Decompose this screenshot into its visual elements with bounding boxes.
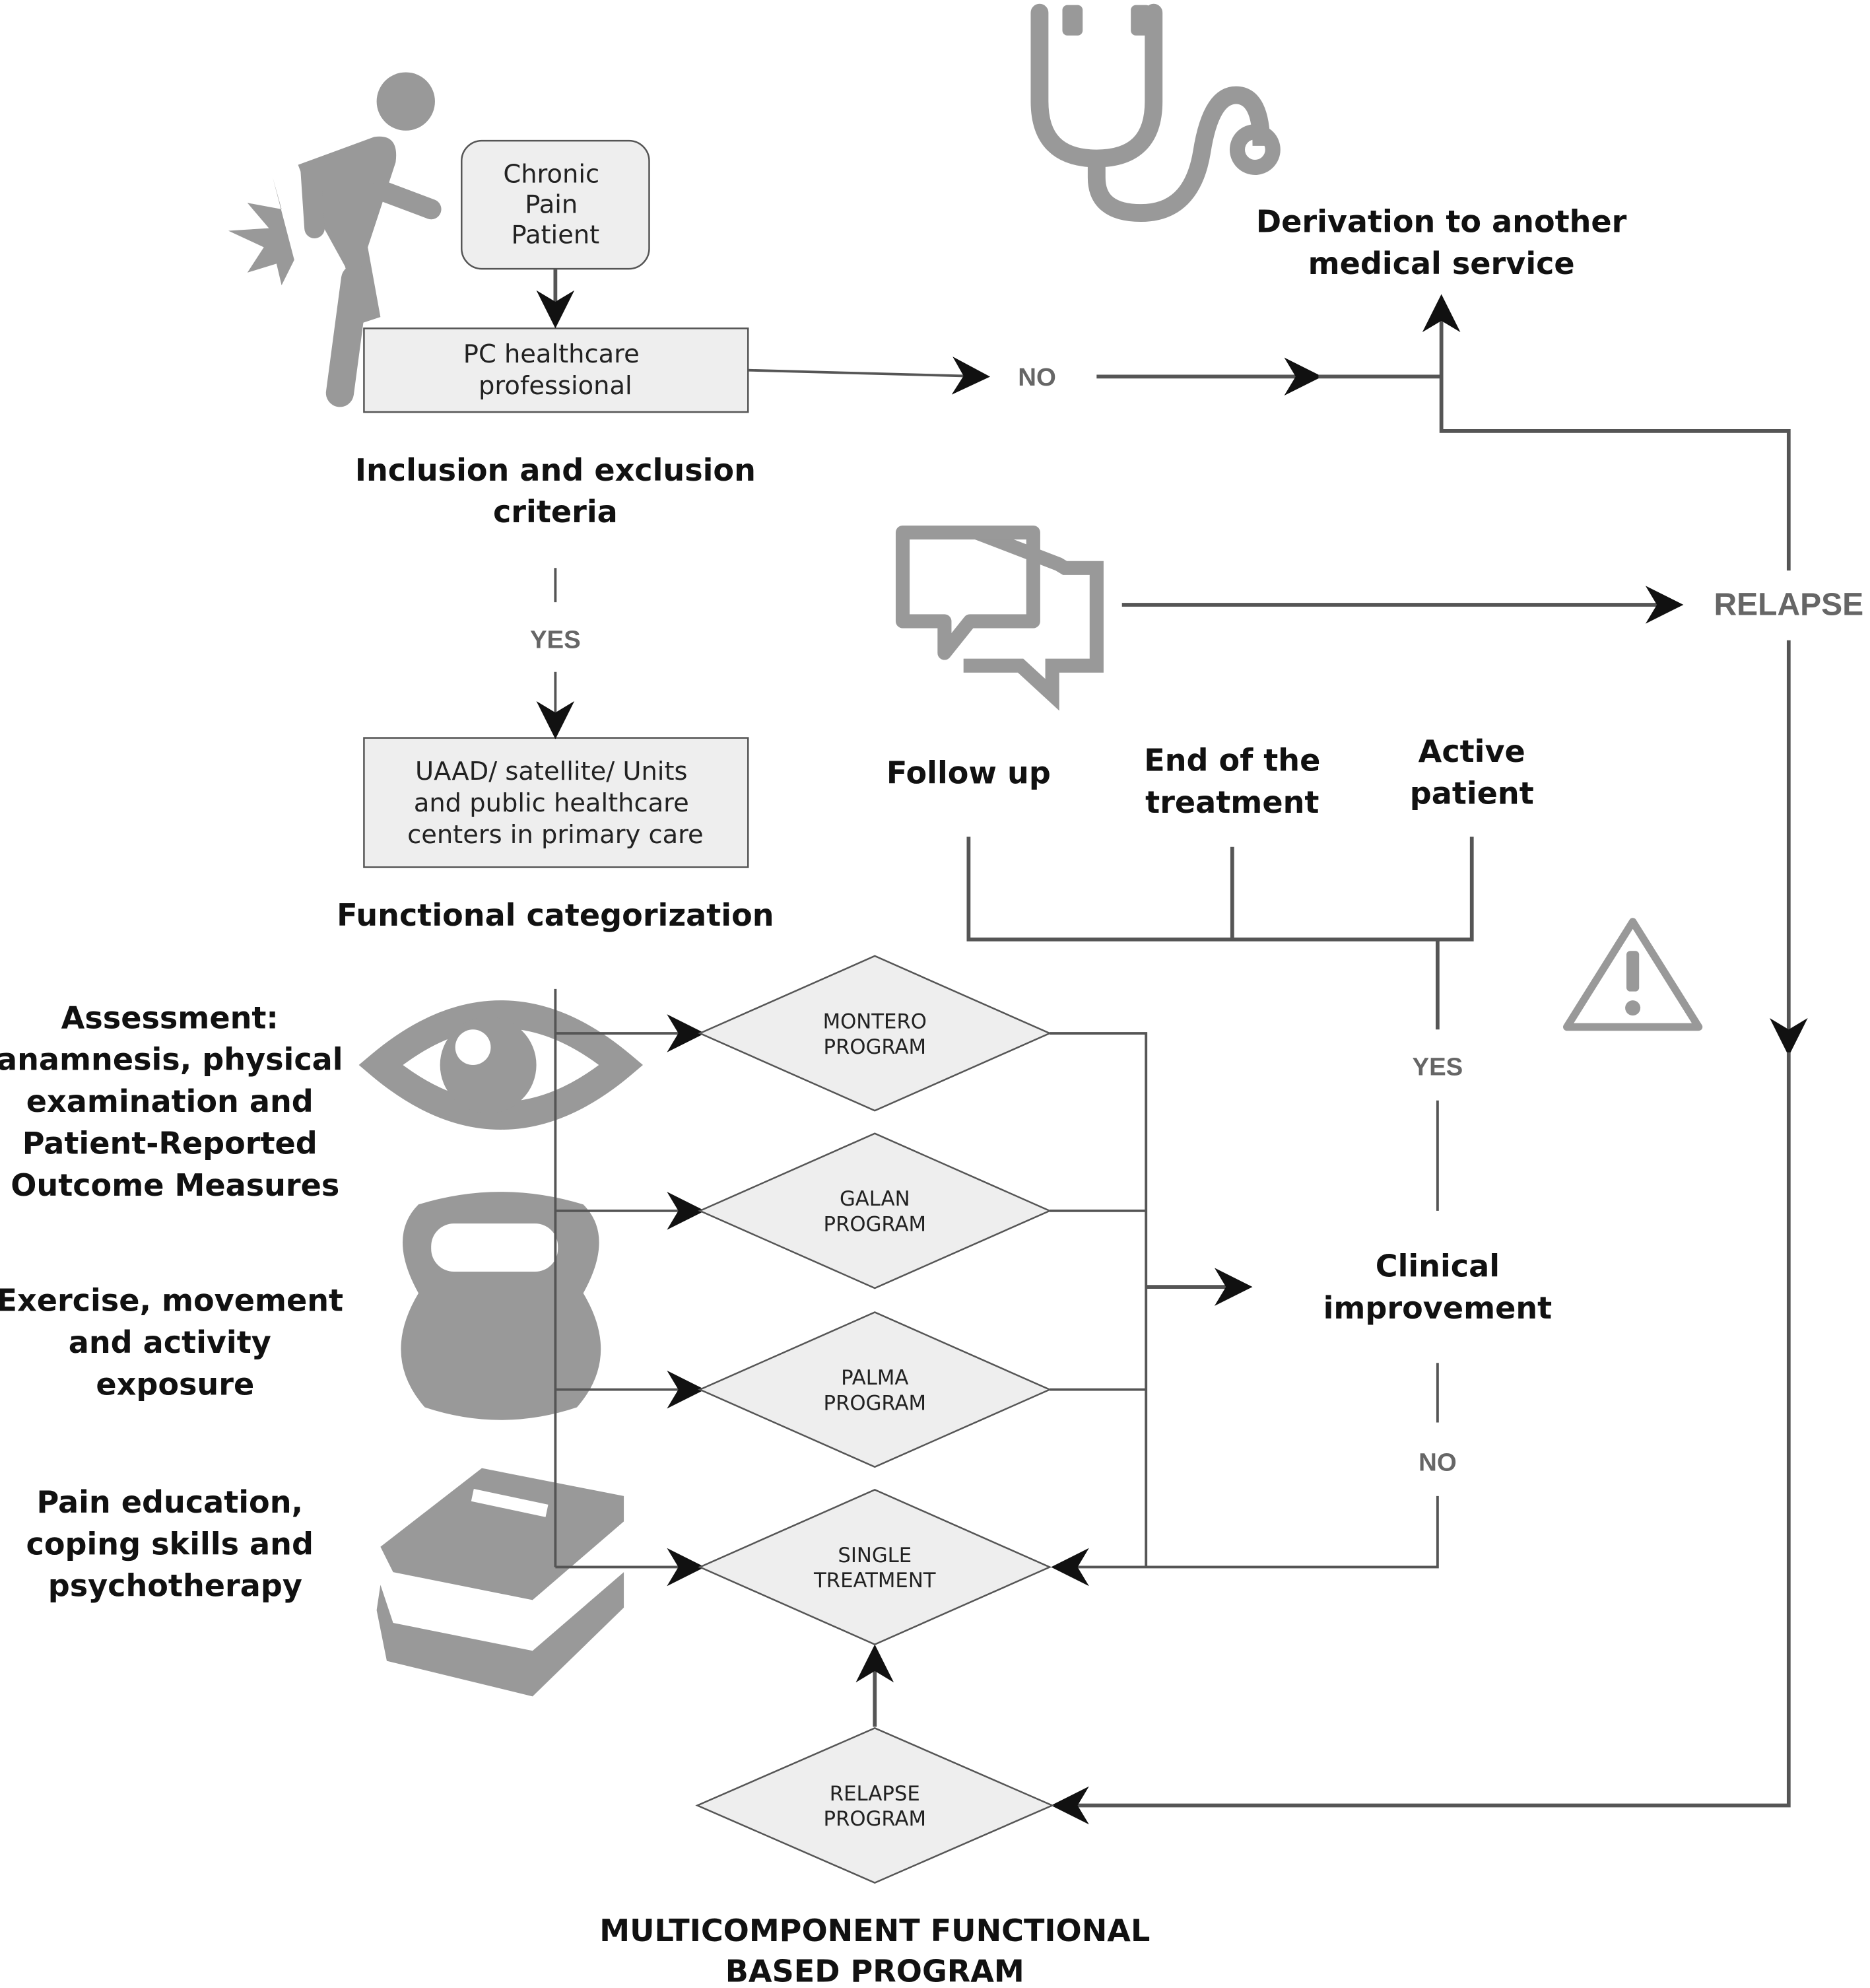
stethoscope-icon (1030, 3, 1281, 223)
no-label-top: NO (1018, 363, 1056, 392)
kettlebell-icon (401, 1192, 601, 1420)
person-back-pain-icon (228, 72, 442, 407)
yes-label-right: YES (1412, 1052, 1463, 1081)
no-label-right: NO (1419, 1449, 1457, 1477)
chat-bubbles-icon (895, 525, 1104, 711)
connectors (536, 269, 1808, 1825)
warning-icon (1562, 918, 1703, 1031)
functional-heading: Functional categorization (337, 897, 774, 933)
relapse-label: RELAPSE (1714, 587, 1863, 622)
yes-label-left: YES (530, 625, 581, 654)
pc-professional-text: PC healthcare professional (463, 339, 648, 401)
exercise-text: Exercise, movement and activity exposure (0, 1283, 354, 1402)
uaad-text: UAAD/ satellite/ Units and public health… (407, 757, 704, 850)
pc-professional-box (363, 327, 749, 413)
education-text: Pain education, coping skills and psycho… (26, 1484, 324, 1604)
chronic-pain-patient-text: Chronic Pain Patient (503, 160, 607, 250)
follow-up-heading: Follow up (886, 755, 1051, 791)
eye-icon (358, 1000, 644, 1130)
uaad-box (363, 737, 749, 868)
books-icon (376, 1468, 624, 1697)
assessment-text: Assessment: anamnesis, physical examinat… (0, 1000, 354, 1202)
